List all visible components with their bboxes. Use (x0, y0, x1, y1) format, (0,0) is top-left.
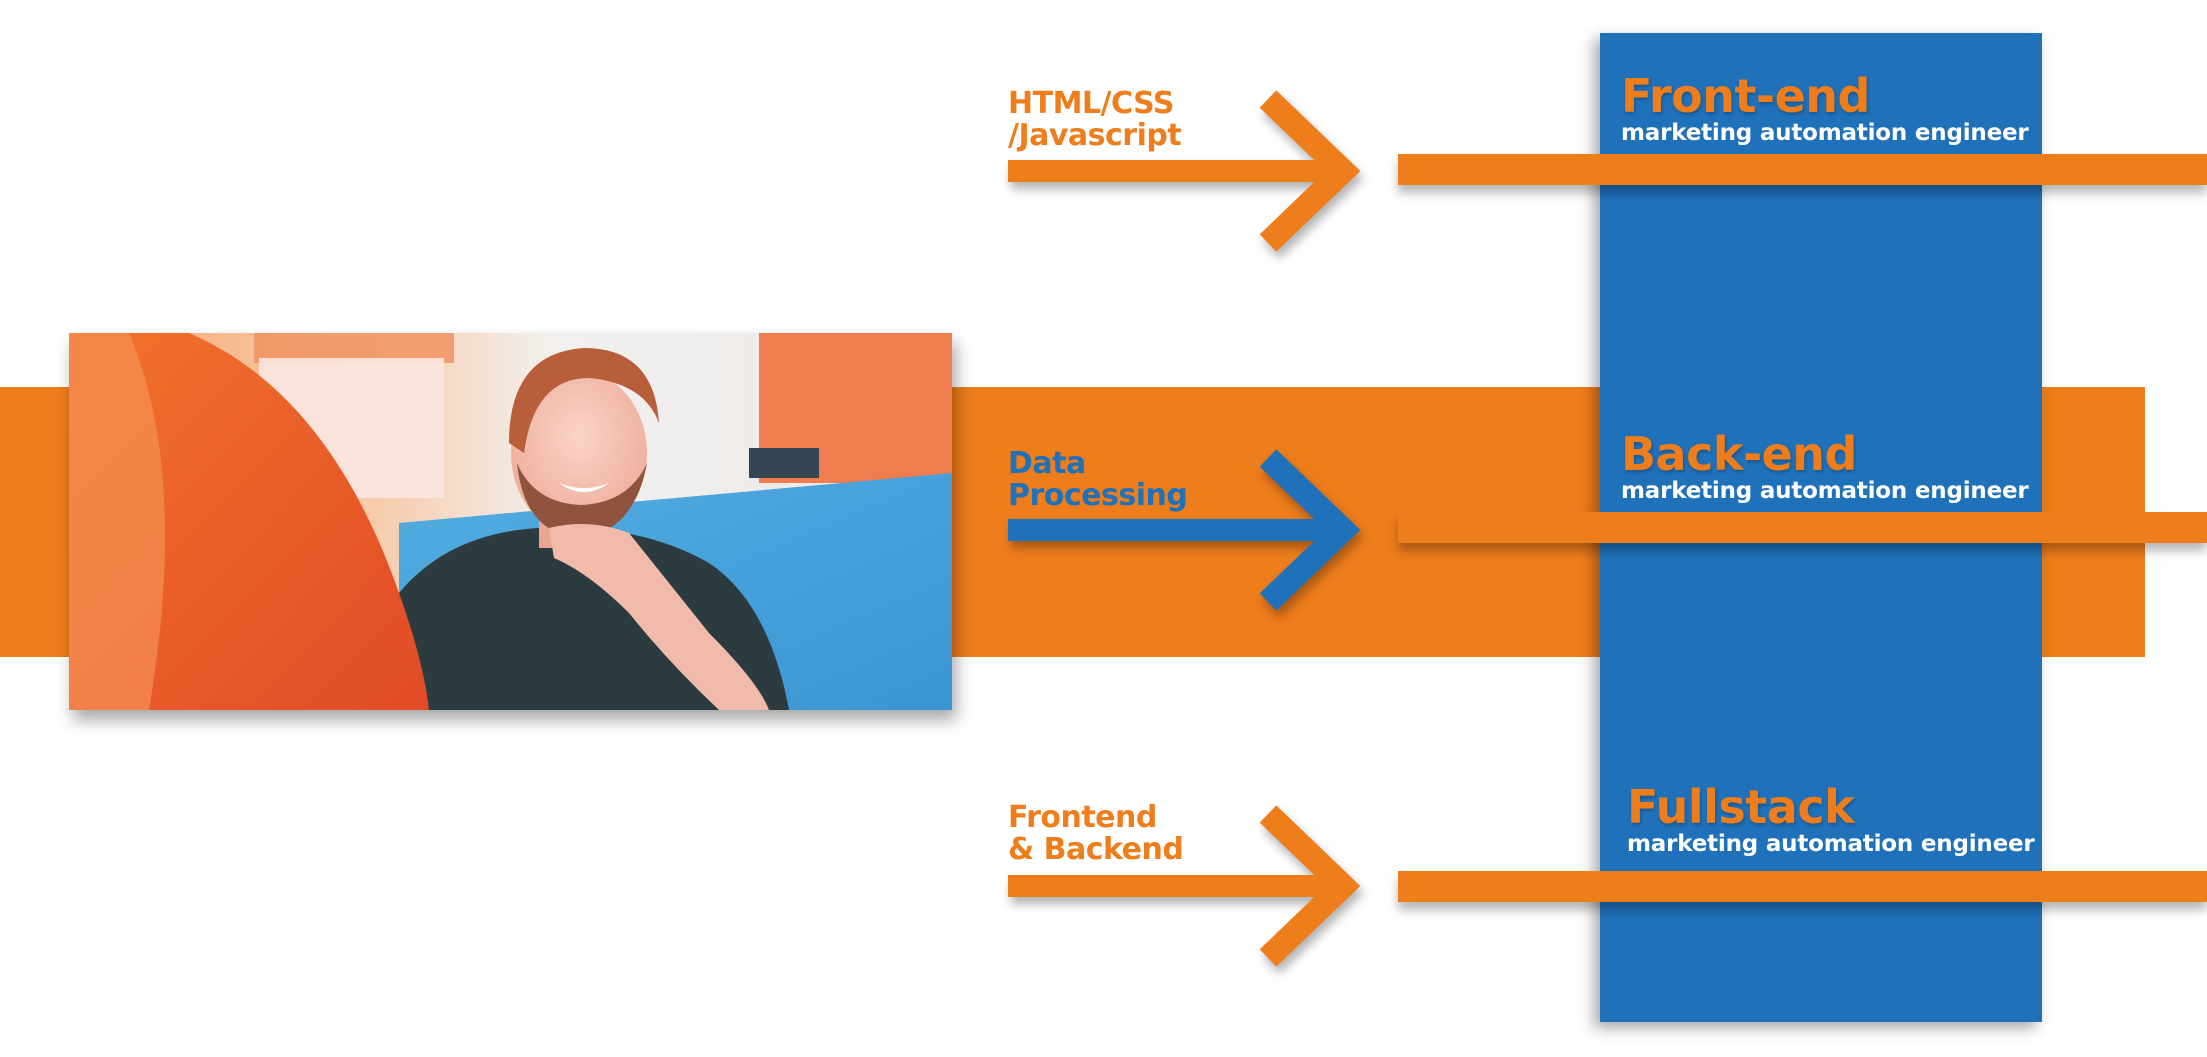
role-title: Front-end (1621, 69, 1870, 123)
arrow-icon (1008, 805, 1361, 967)
smiling-man-photo-icon (69, 333, 952, 710)
skill-label-line2: /Javascript (1008, 118, 1182, 153)
skill-label-line2: & Backend (1008, 832, 1184, 867)
skill-label-html-css: HTML/CSS /Javascript (1008, 88, 1268, 152)
role-title: Back-end (1621, 427, 1857, 481)
role-title: Fullstack (1627, 780, 1855, 834)
role-frontend: Front-end marketing automation engineer (1621, 72, 2061, 146)
role-bar-frontend (1398, 154, 2207, 185)
skill-label-line1: Data (1008, 446, 1086, 481)
skill-label-line1: HTML/CSS (1008, 86, 1174, 121)
skill-label-data-processing: Data Processing (1008, 448, 1268, 512)
role-backend: Back-end marketing automation engineer (1621, 430, 2061, 504)
skill-label-frontend-backend: Frontend & Backend (1008, 802, 1268, 866)
team-photo (69, 333, 952, 710)
role-subtitle: marketing automation engineer (1621, 120, 2029, 146)
skill-label-line2: Processing (1008, 478, 1188, 513)
arrow-icon (1008, 90, 1361, 252)
skill-label-line1: Frontend (1008, 800, 1157, 835)
role-bar-fullstack (1398, 871, 2207, 902)
role-bar-backend (1398, 512, 2207, 543)
role-subtitle: marketing automation engineer (1621, 478, 2029, 504)
role-subtitle: marketing automation engineer (1627, 831, 2035, 857)
arrow-icon (1008, 449, 1361, 611)
role-fullstack: Fullstack marketing automation engineer (1627, 783, 2067, 857)
